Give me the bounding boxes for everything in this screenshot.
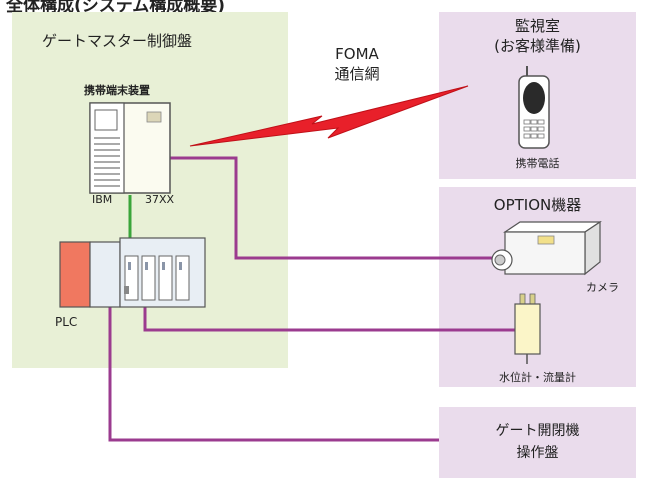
wire-terminal-to-camera [170,156,495,260]
cellphone-icon [518,66,550,149]
meter-icon [514,293,541,364]
monitor-room-title-line2: (お客様準備) [494,37,581,55]
cellphone-label: 携帯電話 [515,157,560,170]
option-devices-title: OPTION機器 [493,196,582,214]
plc-label: PLC [55,315,78,329]
signal-lightning-icon [189,85,469,147]
wire-plc-to-gate-panel [108,292,439,442]
monitor-room-title: 監視室 (お客様準備) [439,16,636,56]
foma-network-label: FOMA 通信網 [312,44,402,84]
monitor-room-title-line1: 監視室 [514,17,560,35]
gate-operation-line1: ゲート開閉機 [495,423,580,439]
foma-network-line2: 通信網 [334,65,380,83]
handheld-terminal-label: 携帯端末装置 [84,84,150,97]
meter-label: 水位計・流量計 [499,371,576,384]
gate-operation-panel-label: ゲート開閉機 操作盤 [439,420,636,464]
gate-master-panel-title: ゲートマスター制御盤 [42,32,193,50]
terminal-model-ibm: IBM [92,193,113,206]
terminal-model-37xx: 37XX [145,193,175,206]
plc-unit-icon [59,237,206,308]
handheld-terminal-icon [89,102,171,194]
gate-operation-panel [439,407,636,478]
gate-operation-line2: 操作盤 [516,445,559,461]
camera-label: カメラ [586,281,619,294]
camera-icon [491,220,602,276]
foma-network-line1: FOMA [335,45,379,63]
